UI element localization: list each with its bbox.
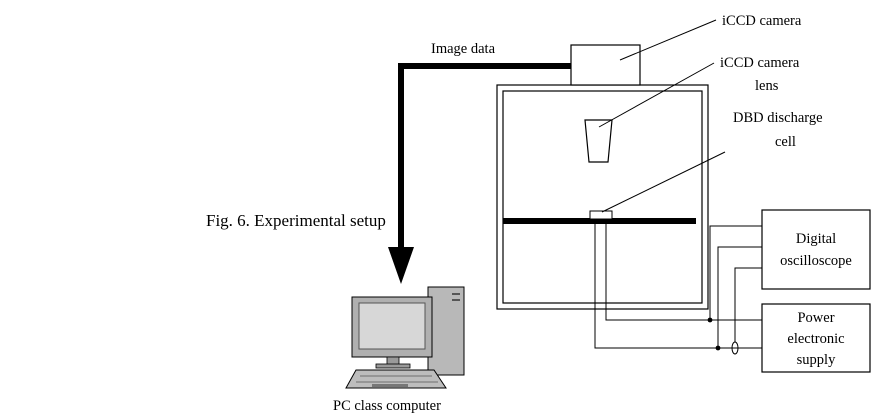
dbd-cell-label-line2: cell (775, 134, 796, 150)
iccd-camera-label: iCCD camera (722, 13, 802, 29)
dbd-discharge-cell (589, 210, 613, 220)
psu-label-line2: electronic (787, 331, 844, 347)
chamber (496, 84, 709, 310)
image-data-arrow (388, 63, 571, 284)
psu-label-line1: Power (797, 310, 834, 326)
pc-computer-icon (345, 286, 465, 389)
iccd-camera (570, 44, 641, 86)
digital-oscilloscope (761, 209, 871, 290)
electrode-plate (503, 218, 696, 224)
image-data-label: Image data (431, 41, 496, 57)
oscilloscope-label-line2: oscilloscope (780, 253, 852, 269)
dbd-cell-label-line1: DBD discharge (733, 110, 823, 126)
wiring (594, 219, 762, 349)
power-electronic-supply (761, 303, 871, 373)
iccd-lens-label-line1: iCCD camera (720, 55, 800, 71)
pc-label: PC class computer (333, 398, 441, 414)
figure-caption: Fig. 6. Experimental setup (206, 211, 386, 230)
iccd-camera-lens (584, 119, 613, 163)
current-probe (731, 341, 739, 355)
junction-dots (707, 317, 721, 351)
psu-label-line3: supply (797, 352, 836, 368)
oscilloscope-label-line1: Digital (796, 231, 836, 247)
iccd-lens-label-line2: lens (755, 78, 779, 94)
leader-lines (598, 19, 726, 213)
